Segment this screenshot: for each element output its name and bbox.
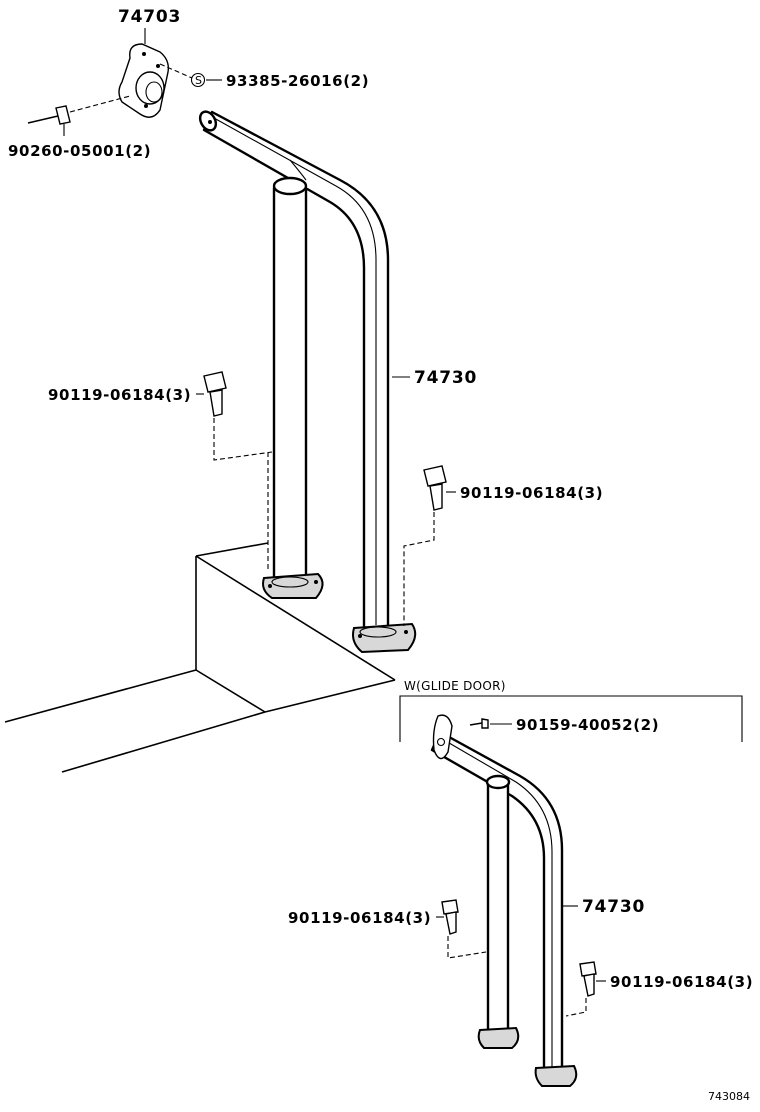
bolt-icon [203,371,227,417]
leader-bolt-right-lower-path [565,998,587,1017]
vehicle-step-body [4,542,396,773]
screw-symbol-icon [190,72,206,88]
leader-bolt-left-upper-path [213,418,273,461]
bolt-icon [441,899,459,935]
label-screw-lower: 90159-40052(2) [516,716,659,734]
label-bracket-bolt: 90260-05001(2) [8,142,151,160]
assist-rail-lower [430,714,578,1087]
label-bracket: 74703 [118,7,181,27]
assist-rail-upper [198,110,417,654]
leader-bolt-left-lower-path [447,936,487,959]
variant-box [399,695,743,742]
label-rail-upper: 74730 [414,368,477,388]
figure-id: 743084 [708,1090,750,1103]
leader-screw [159,63,193,79]
label-bolt-left-upper: 90119-06184(3) [48,386,191,404]
label-bolt-left-lower: 90119-06184(3) [288,909,431,927]
screw-icon [469,718,489,729]
bracket-assembly [118,43,170,118]
label-bracket-screw: 93385-26016(2) [226,72,369,90]
leader-bolt-right-upper-path [403,512,435,626]
label-bolt-right-upper: 90119-06184(3) [460,484,603,502]
bracket-bolt-icon [27,105,71,125]
screw-symbol-text: S [195,74,202,87]
bolt-icon [423,465,447,511]
variant-caption: W(GLIDE DOOR) [404,679,506,693]
label-rail-lower: 74730 [582,897,645,917]
bolt-icon [579,961,597,997]
label-bolt-right-lower: 90119-06184(3) [610,973,753,991]
leader-bracket-bolt [69,95,131,113]
